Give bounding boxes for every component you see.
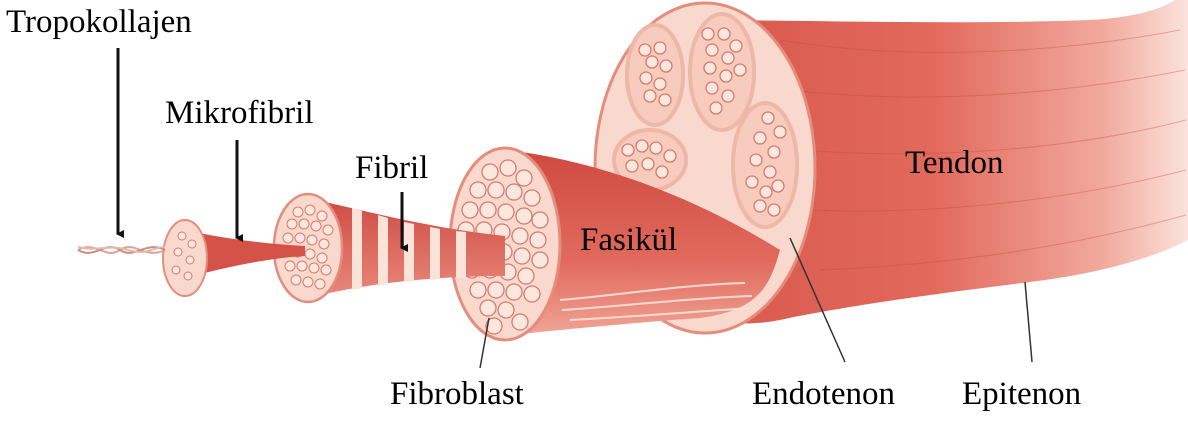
label-tropokollajen: Tropokollajen xyxy=(6,6,192,39)
microfibril-cross-section xyxy=(163,220,207,296)
label-fibroblast: Fibroblast xyxy=(390,378,524,411)
label-endotenon: Endotenon xyxy=(752,378,895,411)
label-fibril: Fibril xyxy=(355,152,428,185)
tropocollagen-strands xyxy=(78,247,165,253)
label-fasikul: Fasikül xyxy=(580,224,677,257)
label-epitenon: Epitenon xyxy=(962,378,1081,411)
label-mikrofibril: Mikrofibril xyxy=(165,97,313,130)
label-tendon: Tendon xyxy=(905,147,1004,180)
epitenon-leader xyxy=(1025,282,1032,362)
